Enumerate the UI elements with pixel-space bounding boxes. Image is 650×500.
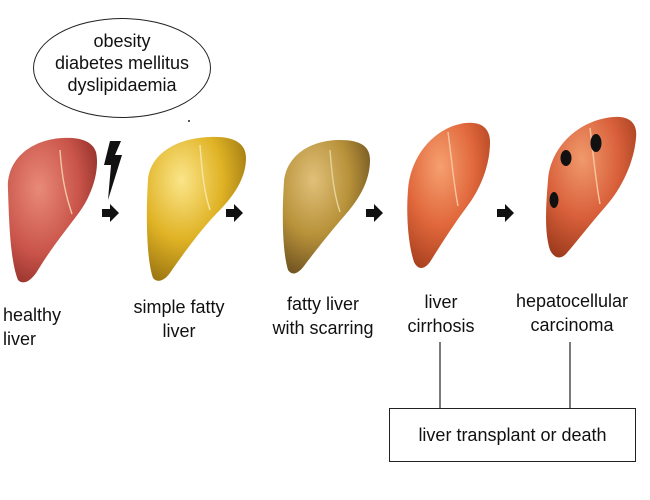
- stage-label-simple-fatty: simple fatty liver: [118, 295, 240, 343]
- arrow-right-icon: [102, 204, 119, 222]
- stage-label-line: fatty liver: [286, 294, 360, 314]
- risk-factor-dyslipidaemia: dyslipidaemia: [67, 75, 177, 95]
- stage-label-line: simple fatty: [133, 297, 225, 317]
- stage-label-hcc: hepatocellular carcinoma: [498, 289, 646, 337]
- hcc-liver-illustration: [546, 116, 637, 258]
- stage-label-fatty-scarring: fatty liver with scarring: [258, 292, 388, 340]
- healthy-liver-illustration: [7, 137, 98, 283]
- risk-factor-diabetes: diabetes mellitus: [54, 53, 190, 73]
- stage-label-line: liver: [3, 329, 37, 349]
- stage-label-line: liver: [162, 321, 196, 341]
- stage-label-line: healthy: [3, 305, 62, 325]
- stage-label-cirrhosis: liver cirrhosis: [396, 290, 486, 338]
- lightning-bolt-icon: [104, 141, 122, 200]
- outcome-box: liver transplant or death: [389, 408, 636, 462]
- stage-label-healthy: healthy liver: [3, 303, 61, 351]
- arrow-right-icon: [497, 204, 514, 222]
- stray-dot: [188, 120, 190, 122]
- tumor-spot: [549, 192, 559, 208]
- stage-label-line: carcinoma: [530, 315, 614, 335]
- arrow-right-icon: [366, 204, 383, 222]
- simple-fatty-liver-illustration: [146, 136, 246, 281]
- tumor-spot: [590, 134, 602, 152]
- stage-label-line: with scarring: [272, 318, 374, 338]
- stage-label-line: liver: [424, 292, 458, 312]
- cirrhosis-liver-illustration: [407, 122, 490, 268]
- risk-factors-list: obesity diabetes mellitus dyslipidaemia: [33, 30, 211, 96]
- stage-label-line: hepatocellular: [515, 291, 629, 311]
- risk-factors-ellipse: [33, 18, 211, 118]
- stage-label-line: cirrhosis: [407, 316, 475, 336]
- tumor-spot: [560, 150, 572, 166]
- risk-factor-obesity: obesity: [93, 31, 151, 51]
- arrow-right-icon: [226, 204, 243, 222]
- fatty-scarring-liver-illustration: [282, 140, 370, 274]
- outcome-label: liver transplant or death: [418, 424, 607, 445]
